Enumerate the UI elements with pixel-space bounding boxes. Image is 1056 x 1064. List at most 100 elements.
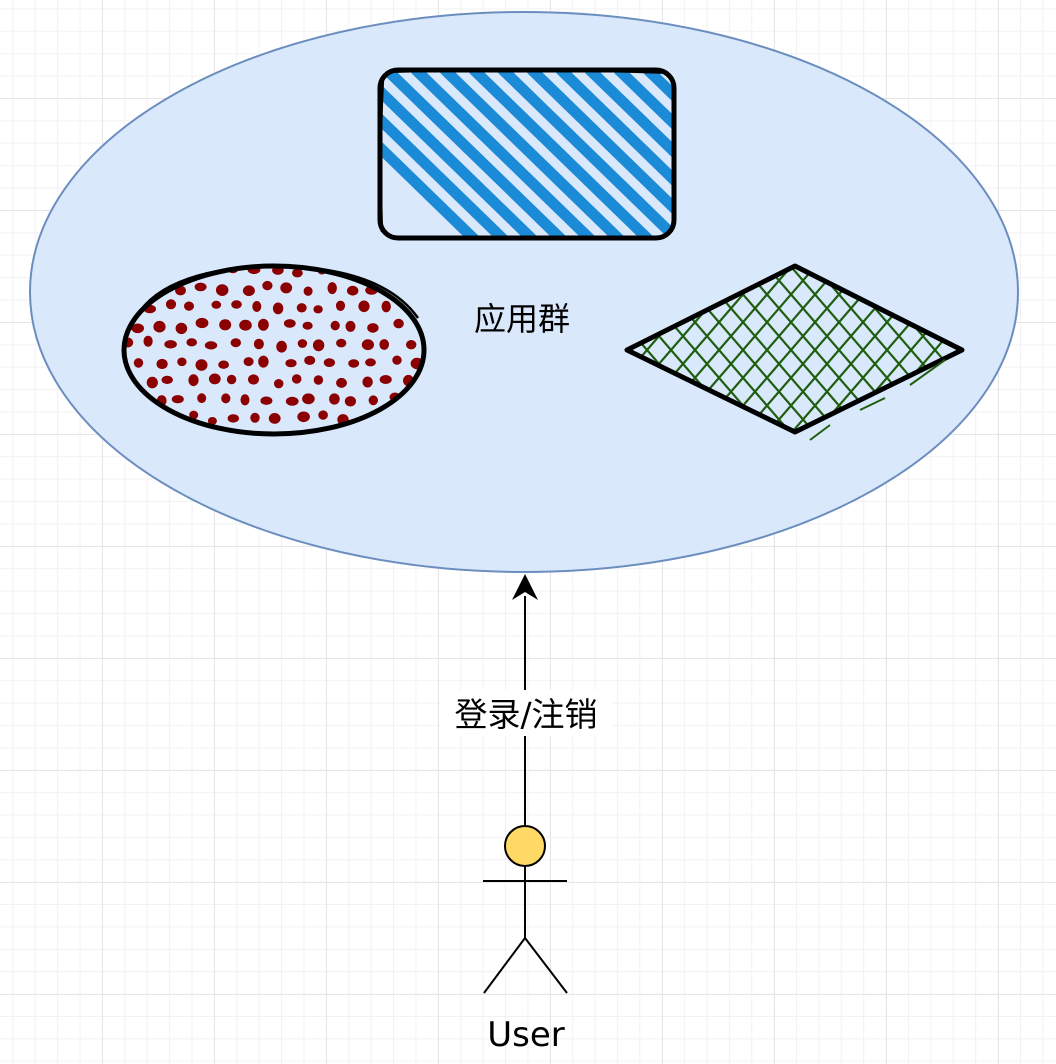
speckle	[274, 379, 284, 389]
speckle	[362, 376, 373, 388]
speckle	[218, 360, 230, 369]
speckle	[226, 374, 237, 385]
speckle	[358, 300, 370, 313]
speckle	[361, 339, 374, 351]
speckle	[367, 323, 379, 333]
speckle	[365, 358, 376, 367]
speckle	[248, 374, 259, 385]
hatch-stroke	[380, 70, 481, 238]
speckle	[165, 299, 177, 310]
speckle	[280, 282, 293, 294]
speckle	[330, 320, 340, 331]
speckle	[302, 393, 315, 405]
speckle	[379, 339, 390, 350]
speckle	[216, 284, 229, 296]
edge-label: 登录/注销	[454, 695, 597, 734]
speckle	[323, 358, 335, 367]
speckle	[186, 338, 197, 347]
speckle	[211, 300, 222, 309]
speckle	[230, 338, 241, 348]
speckle	[392, 355, 402, 365]
hatch-stroke	[555, 70, 674, 238]
speckle	[260, 396, 273, 405]
speckle	[291, 374, 302, 384]
speckle	[240, 394, 250, 406]
hatch-stroke	[439, 70, 626, 238]
speckle	[285, 359, 297, 368]
speckle	[133, 358, 144, 368]
speckle	[258, 355, 269, 368]
speckle	[146, 376, 158, 389]
hatched-rectangle[interactable]	[300, 67, 1026, 241]
speckle	[208, 373, 221, 385]
speckle	[184, 301, 194, 311]
speckle	[194, 282, 207, 292]
speckle	[336, 377, 347, 388]
speckle	[131, 323, 144, 334]
speckle	[219, 319, 232, 331]
speckle	[239, 319, 252, 331]
speckle	[276, 340, 287, 353]
speckle	[344, 396, 356, 407]
edge-label-bg	[440, 690, 612, 736]
speckle	[381, 300, 391, 313]
speckle	[379, 375, 392, 384]
speckle	[197, 393, 207, 404]
speckle	[304, 355, 316, 365]
hatch-stroke	[584, 70, 674, 238]
speckle	[153, 320, 166, 333]
stick-figure-icon[interactable]	[483, 825, 568, 994]
speckle	[313, 305, 323, 314]
speckle	[143, 335, 153, 347]
speckle	[318, 410, 328, 420]
speckle	[262, 280, 273, 291]
speckle	[336, 338, 347, 348]
hatch-stroke	[380, 70, 539, 238]
speckle	[296, 303, 307, 313]
speckle	[348, 359, 360, 368]
speckle	[227, 414, 239, 423]
speckle	[345, 320, 356, 332]
group-label: 应用群	[474, 300, 570, 338]
hatch-stroke	[410, 70, 597, 238]
hatch-stroke	[613, 70, 674, 238]
hatch-stroke	[497, 70, 674, 238]
speckle	[221, 393, 231, 404]
speckle	[272, 302, 284, 315]
speckle	[283, 319, 296, 328]
rectangle-hatch-fill	[380, 70, 674, 238]
speckle	[268, 413, 281, 424]
speckle	[175, 322, 188, 335]
speckle	[347, 285, 359, 296]
speckle	[252, 301, 262, 312]
hatch-stroke	[468, 70, 655, 238]
speckle	[329, 393, 340, 405]
speckle	[177, 357, 187, 367]
speckle	[171, 395, 184, 404]
hatch-stroke	[381, 70, 568, 238]
speckle	[189, 410, 199, 420]
speckle	[368, 395, 378, 406]
speckle	[297, 339, 308, 348]
speckle	[156, 358, 168, 370]
speckle	[327, 282, 337, 295]
hatch-stroke	[526, 70, 674, 238]
speckle	[204, 341, 218, 350]
speckle	[292, 268, 303, 278]
speckle	[302, 321, 313, 330]
speckle	[258, 318, 269, 331]
speckle	[335, 300, 346, 311]
speckle	[242, 285, 255, 297]
speckle	[285, 396, 299, 406]
speckle	[393, 318, 404, 329]
speckle	[313, 375, 324, 385]
speckle	[303, 286, 313, 296]
speckle	[161, 375, 173, 384]
speckle	[243, 357, 254, 367]
speckle	[231, 300, 242, 309]
speckle	[164, 340, 177, 349]
speckle	[312, 339, 325, 352]
speckle	[406, 340, 417, 350]
